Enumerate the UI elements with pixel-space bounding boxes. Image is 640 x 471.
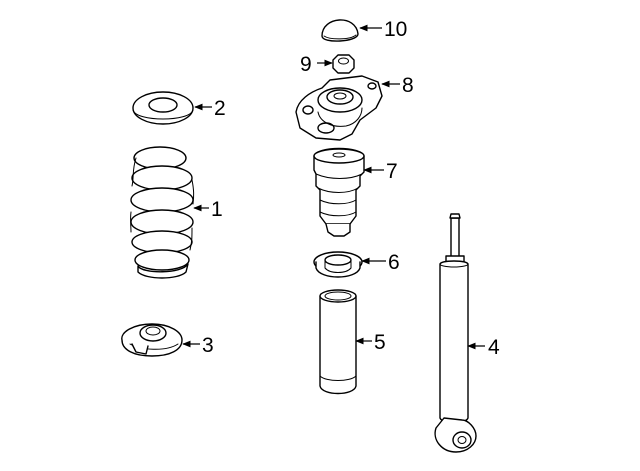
callout-4: 4 — [467, 336, 500, 359]
callout-label-7: 7 — [386, 160, 398, 183]
coil-spring-part — [130, 146, 195, 279]
spring-seat-part — [313, 251, 363, 278]
callout-7: 7 — [363, 160, 398, 183]
bump-stop-part — [313, 147, 365, 237]
callout-label-10: 10 — [384, 18, 407, 41]
callout-1: 1 — [193, 198, 223, 221]
upper-spring-pad-part — [132, 91, 194, 125]
callout-label-3: 3 — [202, 334, 214, 357]
callout-10: 10 — [359, 18, 407, 41]
callout-9: 9 — [300, 53, 333, 76]
callout-label-2: 2 — [214, 97, 226, 120]
callout-2: 2 — [194, 97, 226, 120]
callout-label-5: 5 — [374, 331, 386, 354]
callout-5: 5 — [355, 331, 386, 354]
strut-mount-part — [295, 75, 383, 141]
nut-part — [332, 54, 355, 74]
shock-absorber-part — [434, 213, 477, 453]
callout-label-4: 4 — [488, 336, 500, 359]
callout-label-8: 8 — [402, 74, 414, 97]
lower-spring-seat-part — [121, 323, 183, 357]
callout-label-9: 9 — [300, 53, 312, 76]
callout-label-1: 1 — [211, 198, 223, 221]
callout-8: 8 — [381, 74, 414, 97]
callout-6: 6 — [361, 251, 400, 274]
dust-cap-part — [321, 19, 359, 42]
callout-3: 3 — [182, 334, 214, 357]
protective-sleeve-part — [319, 289, 357, 395]
callout-label-6: 6 — [388, 251, 400, 274]
